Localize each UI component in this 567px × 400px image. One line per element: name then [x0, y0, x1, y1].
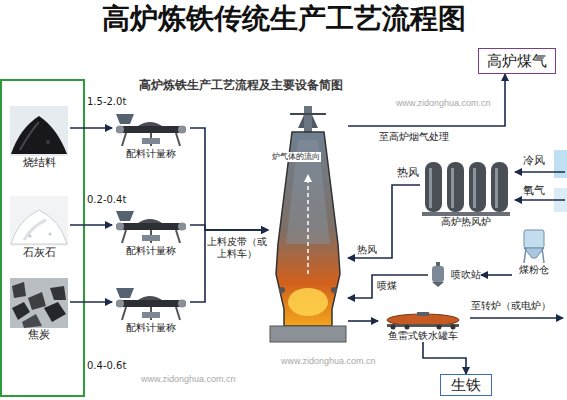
node-label: 配料计量称	[126, 148, 176, 160]
node-label: 配料计量称	[126, 245, 176, 257]
node-label: 焦炭	[28, 328, 50, 341]
scale-picture	[112, 205, 190, 245]
node-label: 石灰石	[23, 246, 56, 259]
flow-connector	[70, 224, 112, 226]
torpedo-car: 鱼雷式铁水罐车	[378, 312, 468, 342]
edge-label: 1.5-2.0t	[86, 96, 127, 108]
scale-picture	[112, 282, 190, 322]
flow-connector	[481, 274, 512, 276]
flow-label: 至转炉（或电炉）	[470, 300, 552, 312]
node-label: 煤粉仓	[519, 264, 549, 276]
oxygen-arrow	[515, 199, 565, 201]
flow-connector	[348, 275, 428, 298]
flow-connector	[423, 342, 466, 374]
weighing-scale: 配料计量称	[112, 108, 190, 160]
coal-bin: 煤粉仓	[512, 228, 556, 276]
converter-arrow	[470, 317, 563, 319]
page-title: 高炉炼铁传统生产工艺流程图	[0, 2, 567, 36]
cold-air-arrow	[515, 171, 565, 173]
material-tile: 石灰石	[8, 196, 70, 259]
hot-blast-stove: 高炉热风炉	[420, 158, 512, 228]
node-label: 炉气体的流向	[271, 152, 321, 162]
material-tile: 烧结料	[8, 106, 70, 169]
edge-label: 至高炉烟气处理	[378, 131, 450, 143]
subtitle: 高炉炼铁生产工艺流程及主要设备简图	[138, 78, 344, 92]
flow-connector	[70, 301, 112, 303]
watermark: www.zidonghua.com.cn	[140, 374, 237, 385]
gas-box: 高炉煤气	[478, 48, 556, 74]
flow-connector	[348, 320, 378, 322]
node-label: 高炉热风炉	[441, 216, 491, 228]
scale-picture	[112, 108, 190, 148]
watermark: www.zidonghua.com.cn	[280, 356, 377, 367]
node-label: 高炉煤气	[487, 52, 547, 70]
edge-label: 上料皮带（或上料车）	[206, 236, 268, 260]
sprayer-picture	[428, 262, 448, 288]
blast-furnace: 炉气体的流向	[268, 104, 348, 344]
flow-label: 热风	[396, 166, 420, 179]
pig-iron-box: 生铁	[440, 374, 492, 396]
flow-connector	[70, 127, 112, 129]
car-picture	[381, 312, 465, 330]
material-tile: 焦炭	[8, 278, 70, 341]
node-label: 鱼雷式铁水罐车	[388, 330, 458, 342]
stove-picture	[422, 158, 510, 216]
limestone-picture	[10, 196, 68, 246]
node-label: 喷吹站	[451, 269, 481, 281]
node-label: 烧结料	[23, 156, 56, 169]
node-label: 生铁	[451, 376, 481, 394]
furnace-picture	[268, 104, 348, 344]
injection-station: 喷吹站	[428, 262, 481, 288]
coal-picture	[519, 228, 549, 264]
sinter-picture	[10, 106, 68, 156]
watermark: www.zidonghua.com.cn	[395, 98, 492, 109]
flow-connector	[190, 230, 268, 302]
flow-connector	[348, 74, 505, 126]
weighing-scale: 配料计量称	[112, 205, 190, 257]
edge-label: 热风	[356, 244, 378, 256]
edge-label: 0.2-0.4t	[86, 194, 127, 206]
edge-label: 喷煤	[376, 280, 398, 292]
cold-air-source	[554, 150, 567, 178]
coke-picture	[10, 278, 68, 328]
flow-label: 冷风	[522, 154, 546, 167]
edge-label: 0.4-0.6t	[86, 360, 127, 372]
flow-connector	[348, 185, 420, 258]
flow-connector	[190, 128, 268, 230]
weighing-scale: 配料计量称	[112, 282, 190, 334]
node-label: 配料计量称	[126, 322, 176, 334]
flow-label: 氧气	[522, 184, 546, 197]
